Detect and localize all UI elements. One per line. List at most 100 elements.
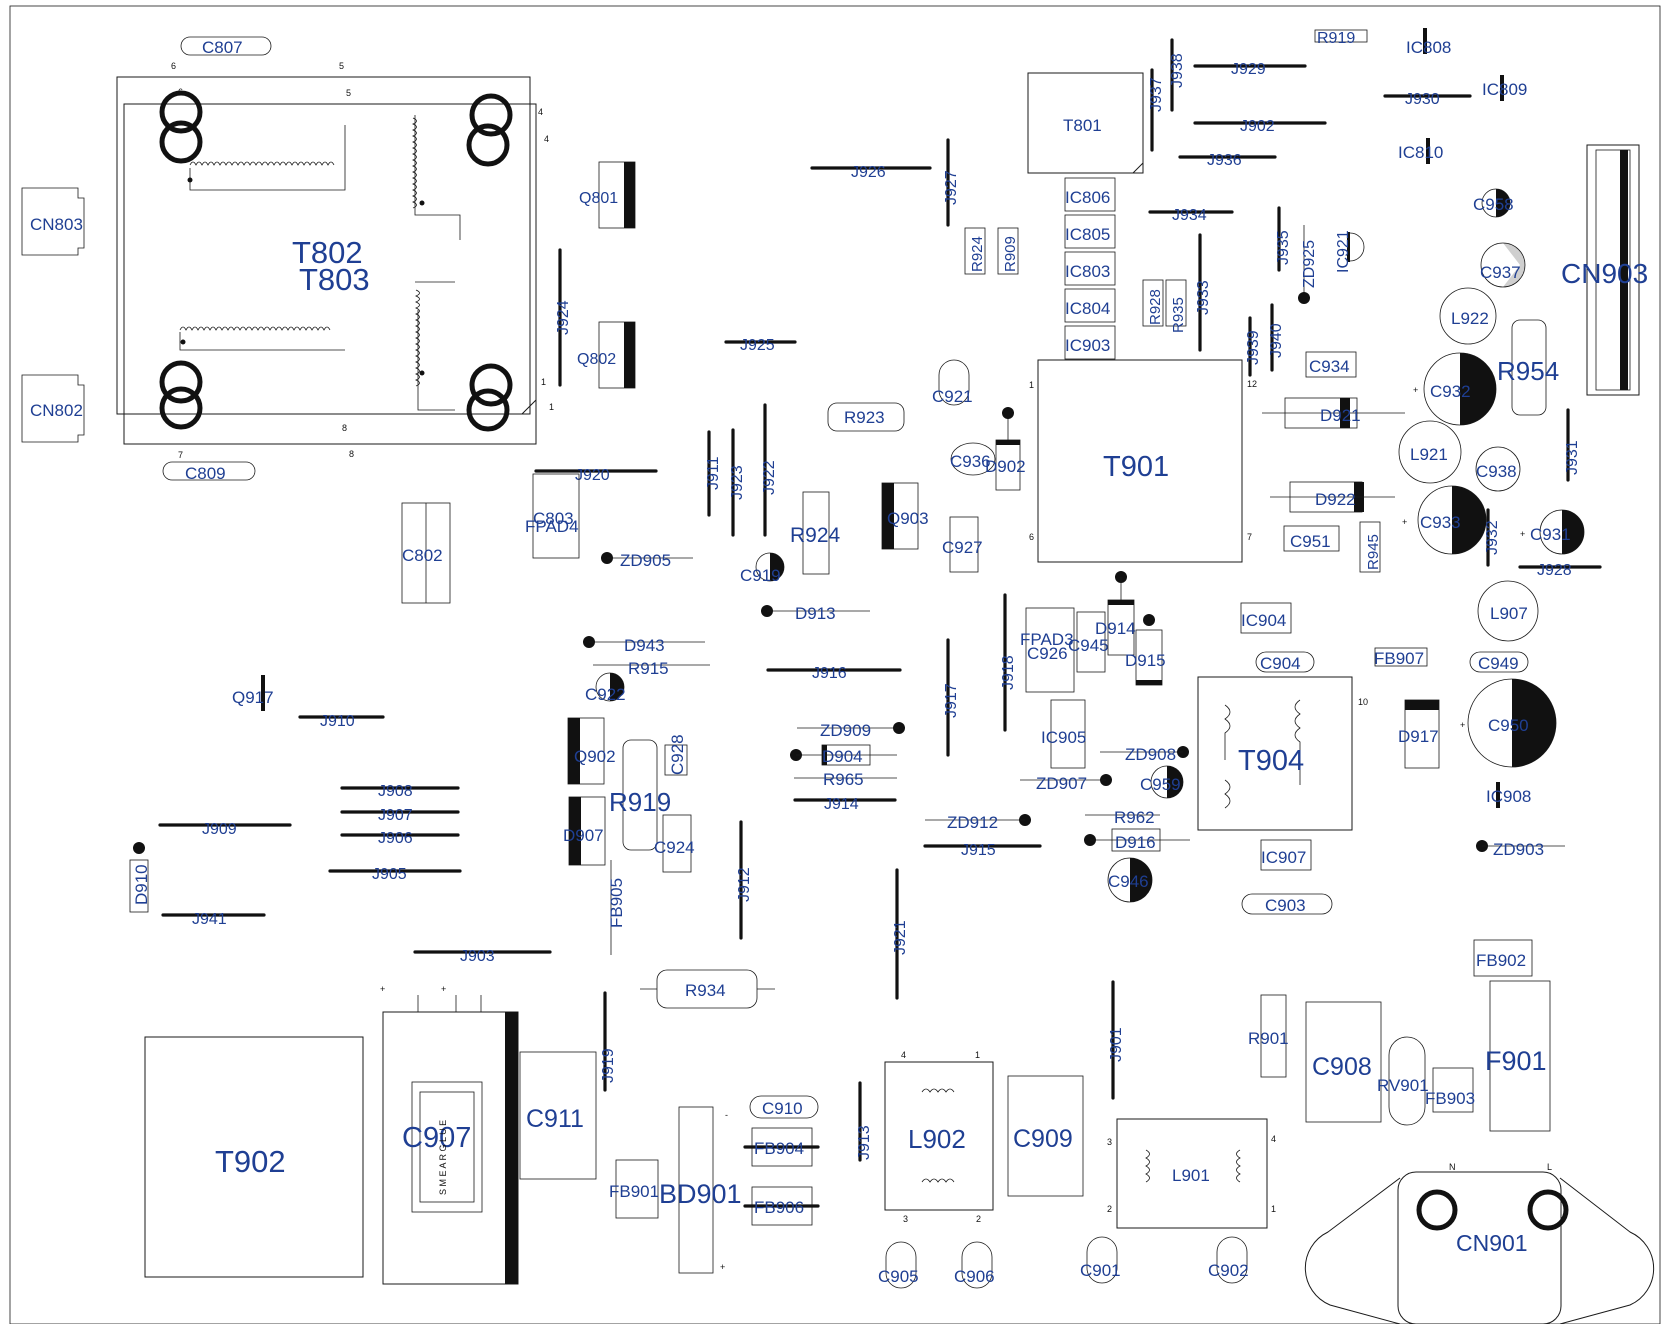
label-c910: C910 xyxy=(762,1099,803,1118)
label-ic905: IC905 xyxy=(1041,728,1086,747)
label-j910: J910 xyxy=(320,713,355,730)
svg-text:4: 4 xyxy=(1271,1134,1276,1144)
label-zd925: ZD925 xyxy=(1301,240,1318,288)
svg-text:5: 5 xyxy=(346,88,351,98)
svg-text:4: 4 xyxy=(901,1050,906,1060)
label-c926: C926 xyxy=(1027,644,1068,663)
svg-text:1: 1 xyxy=(549,402,554,412)
label-r901: R901 xyxy=(1248,1029,1289,1048)
label-j914: J914 xyxy=(824,796,859,813)
label-ic808: IC808 xyxy=(1406,38,1451,57)
label-cn803: CN803 xyxy=(30,215,83,234)
label-c802: C802 xyxy=(402,546,443,565)
label-l907: L907 xyxy=(1490,604,1528,623)
label-cn802: CN802 xyxy=(30,401,83,420)
label-j936: J936 xyxy=(1207,152,1242,169)
label-r945: R945 xyxy=(1365,534,1382,570)
label-j912: J912 xyxy=(736,867,753,902)
svg-text:5: 5 xyxy=(339,61,344,71)
label-j905: J905 xyxy=(372,866,407,883)
label-zd908: ZD908 xyxy=(1125,745,1176,764)
label-l922: L922 xyxy=(1451,309,1489,328)
label-j927: J927 xyxy=(943,170,960,205)
label-c919: C919 xyxy=(740,566,781,585)
label-j901: J901 xyxy=(1108,1027,1125,1062)
label-c904: C904 xyxy=(1260,654,1301,673)
label-fb906: FB906 xyxy=(754,1198,804,1217)
label-c938: C938 xyxy=(1476,462,1517,481)
label-cn903: CN903 xyxy=(1561,258,1648,289)
label-j909: J909 xyxy=(202,821,237,838)
label-d921: D921 xyxy=(1320,406,1361,425)
board-outline xyxy=(9,5,1661,1324)
svg-text:4: 4 xyxy=(538,107,543,117)
label-d915: D915 xyxy=(1125,651,1166,670)
label-j919: J919 xyxy=(600,1048,617,1083)
label-d922: D922 xyxy=(1315,490,1356,509)
label-c937: C937 xyxy=(1480,263,1521,282)
label-j935: J935 xyxy=(1275,230,1292,265)
label-c903: C903 xyxy=(1265,896,1306,915)
label-j940: J940 xyxy=(1268,323,1285,358)
label-cn901: CN901 xyxy=(1456,1230,1528,1256)
label-c901: C901 xyxy=(1080,1261,1121,1280)
label-c959: C959 xyxy=(1140,775,1181,794)
label-c928: C928 xyxy=(668,734,687,775)
label-zd903: ZD903 xyxy=(1493,840,1544,859)
label-ic809: IC809 xyxy=(1482,80,1527,99)
label-q802: Q802 xyxy=(577,351,616,368)
label-j939: J939 xyxy=(1245,330,1262,365)
label-c936: C936 xyxy=(950,452,991,471)
label-r954: R954 xyxy=(1497,356,1559,386)
label-j906: J906 xyxy=(378,830,413,847)
svg-text:3: 3 xyxy=(1107,1137,1112,1147)
label-j933: J933 xyxy=(1195,280,1212,315)
label-j926: J926 xyxy=(851,164,886,181)
label-c945: C945 xyxy=(1068,636,1109,655)
label-j915: J915 xyxy=(961,842,996,859)
label-rv901: RV901 xyxy=(1377,1076,1429,1095)
label-r924-top: R924 xyxy=(969,236,986,272)
label-c807: C807 xyxy=(202,38,243,57)
label-c906: C906 xyxy=(954,1267,995,1286)
label-r965: R965 xyxy=(823,770,864,789)
label-j929: J929 xyxy=(1231,61,1266,78)
label-d904: D904 xyxy=(822,747,863,766)
label-c921: C921 xyxy=(932,387,973,406)
label-c803: C803 xyxy=(533,509,574,528)
label-r928: R928 xyxy=(1147,289,1164,325)
label-d910: D910 xyxy=(132,864,151,905)
label-ic908: IC908 xyxy=(1486,787,1531,806)
label-q801: Q801 xyxy=(579,190,618,207)
svg-text:1: 1 xyxy=(1029,380,1034,390)
svg-text:6: 6 xyxy=(178,87,183,97)
label-c950: C950 xyxy=(1488,716,1529,735)
label-c946: C946 xyxy=(1108,872,1149,891)
svg-text:+: + xyxy=(720,1262,725,1272)
label-ic904: IC904 xyxy=(1241,611,1286,630)
label-j913: J913 xyxy=(856,1125,873,1160)
label-c934: C934 xyxy=(1309,357,1350,376)
label-j924: J924 xyxy=(555,300,572,335)
label-d943: D943 xyxy=(624,636,665,655)
label-j937: J937 xyxy=(1148,77,1165,112)
label-r962: R962 xyxy=(1114,808,1155,827)
label-fb901: FB901 xyxy=(609,1182,659,1201)
label-ic810: IC810 xyxy=(1398,143,1443,162)
label-j917: J917 xyxy=(943,683,960,718)
label-c907: C907 xyxy=(402,1122,471,1154)
svg-text:2: 2 xyxy=(1107,1204,1112,1214)
label-c951: C951 xyxy=(1290,532,1331,551)
label-r924: R924 xyxy=(790,524,841,547)
label-ic907: IC907 xyxy=(1261,848,1306,867)
label-c911: C911 xyxy=(526,1105,584,1133)
label-ic804: IC804 xyxy=(1065,299,1110,318)
label-t904: T904 xyxy=(1238,745,1304,777)
label-zd909: ZD909 xyxy=(820,721,871,740)
label-c924: C924 xyxy=(654,838,695,857)
jumpers xyxy=(158,38,1602,1162)
svg-text:S M E A R G L U E: S M E A R G L U E xyxy=(438,1120,448,1195)
label-r923: R923 xyxy=(844,408,885,427)
label-j921: J921 xyxy=(892,920,909,955)
label-d917: D917 xyxy=(1398,727,1439,746)
